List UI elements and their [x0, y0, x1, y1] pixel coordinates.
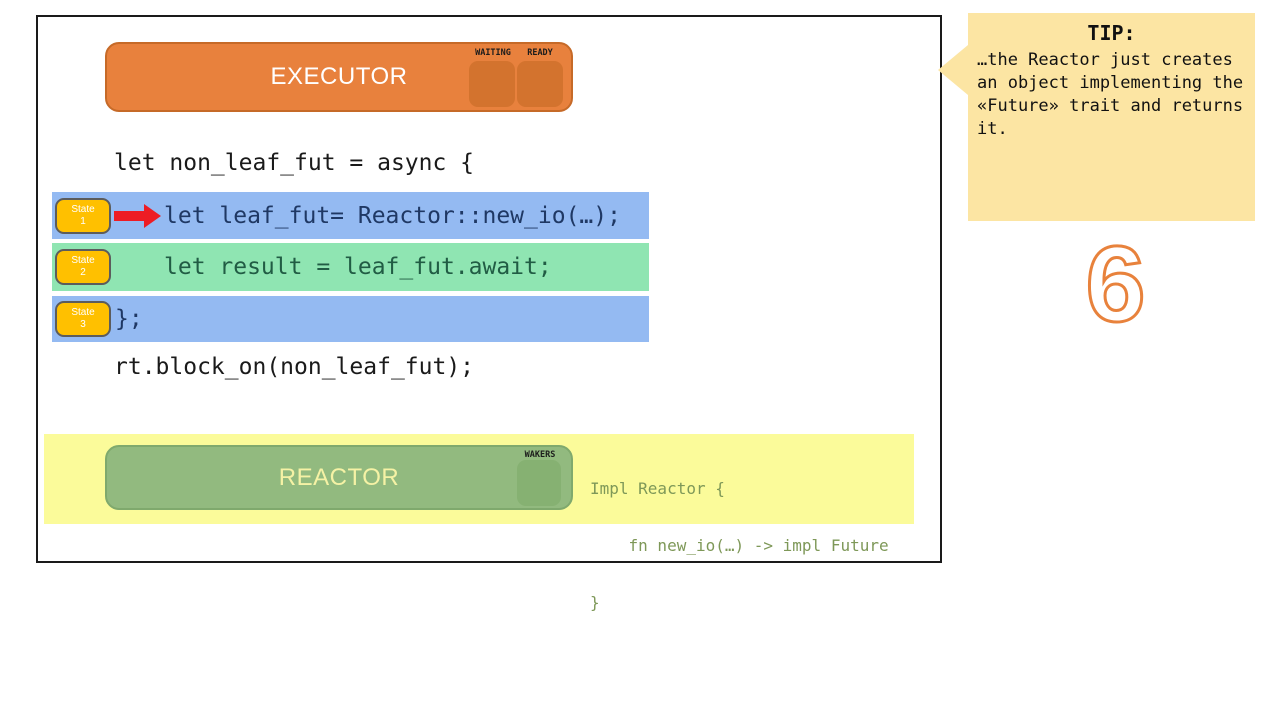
tip-title: TIP:	[1087, 21, 1136, 45]
ready-queue-slot	[517, 61, 563, 107]
tip-pointer-icon	[938, 45, 968, 95]
reactor-code-line: }	[590, 593, 600, 612]
tip-body-line: …the Reactor just creates	[977, 50, 1233, 70]
state-row-1: State 1 let leaf_fut= Reactor::new_io(…)…	[52, 192, 649, 239]
current-state-arrow-icon	[114, 203, 161, 228]
reactor-code-line: fn new_io(…) -> impl Future	[590, 536, 889, 555]
state-badge-number: 2	[80, 267, 86, 278]
state-3-badge: State 3	[55, 301, 111, 337]
tip-body: …the Reactor just creates an object impl…	[968, 49, 1255, 141]
wakers-label: WAKERS	[524, 450, 556, 460]
tip-callout: TIP: …the Reactor just creates an object…	[938, 13, 1255, 221]
state-badge-number: 1	[80, 215, 86, 227]
state-3-code: };	[115, 306, 143, 332]
ready-queue-label: READY	[527, 48, 553, 58]
state-1-code: let leaf_fut= Reactor::new_io(…);	[164, 202, 621, 229]
arrow-shaft	[114, 210, 145, 221]
arrow-head	[144, 203, 161, 228]
step-number: 6	[1084, 223, 1147, 344]
reactor-code-line: Impl Reactor {	[590, 479, 725, 498]
waker-slot	[517, 460, 561, 506]
state-row-3: State 3 };	[52, 296, 649, 342]
state-badge-label: State	[71, 255, 95, 266]
state-2-code: let result = leaf_fut.await;	[164, 254, 552, 280]
state-badge-number: 3	[80, 319, 86, 330]
code-async-block-open: let non_leaf_fut = async {	[114, 150, 475, 176]
tip-body-line: it.	[977, 119, 1008, 139]
waiting-queue-slot	[469, 61, 515, 107]
state-1-badge: State 1	[55, 197, 111, 234]
executor-box: EXECUTOR WAITING READY	[105, 42, 573, 112]
tip-body-line: an object implementing the	[977, 73, 1244, 93]
state-badge-label: State	[71, 203, 95, 215]
reactor-label: REACTOR	[278, 463, 400, 491]
runtime-diagram-frame: EXECUTOR WAITING READY let non_leaf_fut …	[36, 15, 942, 612]
state-row-2: State 2 let result = leaf_fut.await;	[52, 243, 649, 291]
state-badge-label: State	[71, 307, 95, 318]
reactor-impl-code: Impl Reactor { fn new_io(…) -> impl Futu…	[590, 441, 889, 650]
executor-label: EXECUTOR	[270, 63, 408, 90]
tip-body-line: «Future» trait and returns	[977, 96, 1244, 116]
state-2-badge: State 2	[55, 249, 111, 285]
waiting-queue-label: WAITING	[475, 48, 511, 58]
code-block-on-line: rt.block_on(non_leaf_fut);	[114, 354, 475, 380]
reactor-band: REACTOR WAKERS Impl Reactor { fn new_io(…	[44, 434, 914, 612]
reactor-box: REACTOR WAKERS	[105, 445, 573, 510]
